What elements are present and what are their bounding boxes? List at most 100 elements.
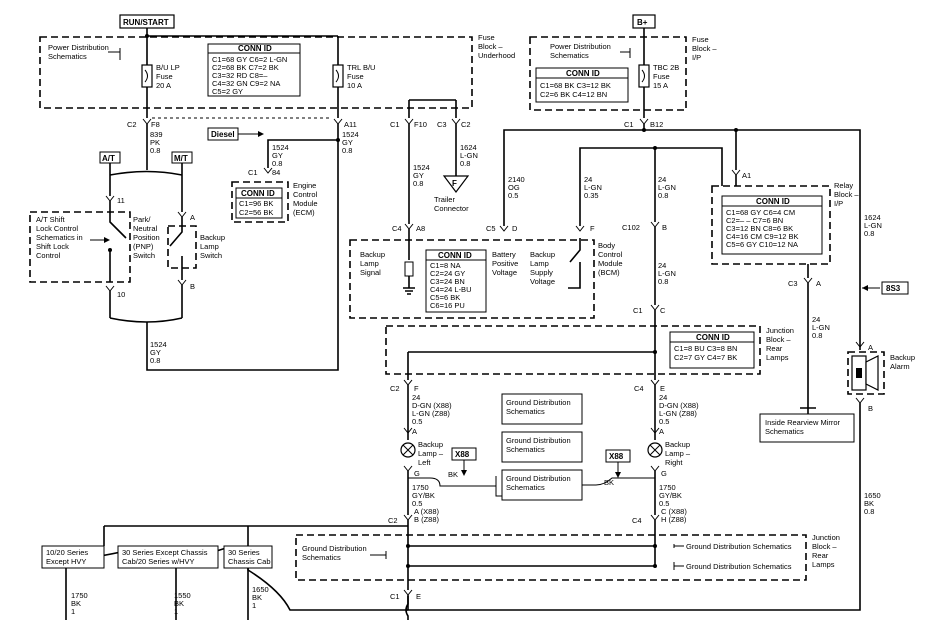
svg-text:B: B bbox=[868, 404, 873, 413]
svg-text:Shift Lock: Shift Lock bbox=[36, 242, 69, 251]
fuse-block-ip-outline bbox=[529, 36, 687, 111]
svg-text:C4=24 L-BU: C4=24 L-BU bbox=[430, 285, 471, 294]
svg-text:Control: Control bbox=[293, 190, 318, 199]
svg-text:Fuse: Fuse bbox=[478, 33, 495, 42]
svg-text:Fuse: Fuse bbox=[692, 35, 709, 44]
svg-text:BK: BK bbox=[448, 470, 458, 479]
svg-text:(BCM): (BCM) bbox=[598, 268, 620, 277]
svg-text:A: A bbox=[816, 279, 821, 288]
svg-text:Switch: Switch bbox=[200, 251, 222, 260]
connector-f: F bbox=[575, 224, 595, 233]
connector-c4-e: C4 E bbox=[634, 379, 665, 393]
wire-1550-bottom-label: 1550 BK 1 bbox=[174, 591, 191, 616]
svg-text:CONN ID: CONN ID bbox=[566, 69, 600, 78]
svg-text:84: 84 bbox=[272, 168, 280, 177]
svg-text:CONN ID: CONN ID bbox=[756, 197, 790, 206]
svg-text:G: G bbox=[414, 469, 420, 478]
tbc-fuse: TBC 2B Fuse 15 A bbox=[638, 63, 679, 90]
bu-lp-fuse: B/U LP Fuse 20 A bbox=[141, 63, 180, 90]
mt-label: M/T bbox=[171, 151, 193, 164]
connector-c102: C102 B bbox=[622, 221, 667, 232]
svg-text:BK: BK bbox=[864, 499, 874, 508]
svg-text:20 A: 20 A bbox=[156, 81, 171, 90]
svg-text:B+: B+ bbox=[637, 18, 648, 27]
svg-text:0.8: 0.8 bbox=[272, 159, 282, 168]
svg-text:Signal: Signal bbox=[360, 268, 381, 277]
svg-text:C3=32 RD C8=–: C3=32 RD C8=– bbox=[212, 71, 268, 80]
junction-bottom-label: Junction Block – Rear Lamps bbox=[812, 533, 840, 569]
psd-label-ip: Power Distribution Schematics bbox=[550, 42, 631, 60]
junction-rear-bottom-outline bbox=[295, 534, 807, 581]
svg-text:10/20 Series: 10/20 Series bbox=[46, 548, 88, 557]
ecm-outline bbox=[231, 181, 289, 223]
svg-text:Block –: Block – bbox=[692, 44, 717, 53]
svg-text:Junction: Junction bbox=[812, 533, 840, 542]
svg-text:C: C bbox=[660, 306, 666, 315]
svg-text:Inside Rearview Mirror: Inside Rearview Mirror bbox=[765, 418, 841, 427]
pnp-switch: 11 10 bbox=[105, 195, 127, 318]
bcm-conn-id: CONN ID C1=8 NA C2=24 GY C3=24 BN C4=24 … bbox=[425, 249, 487, 313]
svg-text:30 Series: 30 Series bbox=[228, 548, 260, 557]
wire-2140-label: 2140 OG 0.5 bbox=[508, 175, 525, 200]
svg-text:1750: 1750 bbox=[71, 591, 88, 600]
svg-text:GY: GY bbox=[342, 138, 353, 147]
svg-text:BK: BK bbox=[174, 599, 184, 608]
svg-text:L-GN: L-GN bbox=[460, 151, 478, 160]
svg-text:F: F bbox=[452, 179, 457, 188]
wire-24-08c-label: 24 L-GN 0.8 bbox=[812, 315, 830, 340]
svg-text:11: 11 bbox=[117, 196, 125, 205]
svg-text:C1=68 GY C6=2 L-GN: C1=68 GY C6=2 L-GN bbox=[212, 55, 287, 64]
svg-text:D: D bbox=[512, 224, 518, 233]
svg-text:2140: 2140 bbox=[508, 175, 525, 184]
bcm-supply-voltage: Backup Lamp Supply Voltage bbox=[530, 238, 581, 289]
svg-text:A1: A1 bbox=[742, 171, 751, 180]
svg-text:0.8: 0.8 bbox=[658, 277, 668, 286]
connector-c1-e: C1 E bbox=[390, 589, 421, 601]
svg-text:Schematics in: Schematics in bbox=[36, 233, 83, 242]
svg-text:0.8: 0.8 bbox=[864, 507, 874, 516]
svg-text:24: 24 bbox=[658, 261, 666, 270]
svg-text:C4: C4 bbox=[632, 516, 642, 525]
svg-text:Fuse: Fuse bbox=[653, 72, 670, 81]
fuse-block-underhood-label: Fuse Block – Underhood bbox=[478, 33, 515, 60]
svg-text:CONN ID: CONN ID bbox=[696, 333, 730, 342]
svg-text:C4: C4 bbox=[392, 224, 402, 233]
svg-text:C1=68 BK C3=12 BK: C1=68 BK C3=12 BK bbox=[540, 81, 611, 90]
svg-text:L-GN: L-GN bbox=[658, 269, 676, 278]
svg-text:L-GN: L-GN bbox=[584, 183, 602, 192]
svg-text:0.8: 0.8 bbox=[150, 146, 160, 155]
svg-text:C1: C1 bbox=[390, 120, 400, 129]
wire-1524-a-label: 1524 GY 0.8 bbox=[342, 130, 359, 155]
svg-text:L-GN: L-GN bbox=[864, 221, 882, 230]
svg-text:C (X88): C (X88) bbox=[661, 507, 687, 516]
svg-text:F10: F10 bbox=[414, 120, 427, 129]
svg-text:A: A bbox=[190, 213, 195, 222]
svg-text:Block –: Block – bbox=[812, 542, 837, 551]
wire-1524-bottom-label: 1524 GY 0.8 bbox=[150, 340, 167, 365]
backup-lamp-switch: A B Backup Lamp Switch bbox=[167, 211, 225, 318]
svg-text:Lamp –: Lamp – bbox=[418, 449, 444, 458]
svg-text:CONN ID: CONN ID bbox=[238, 44, 272, 53]
ref-8s3: 8S3 bbox=[862, 281, 909, 295]
svg-text:CONN ID: CONN ID bbox=[241, 189, 275, 198]
svg-text:10 A: 10 A bbox=[347, 81, 362, 90]
at-label: A/T bbox=[99, 151, 121, 164]
svg-text:L-GN: L-GN bbox=[812, 323, 830, 332]
run-start-label: RUN/START bbox=[119, 14, 175, 29]
svg-text:Switch: Switch bbox=[133, 251, 155, 260]
wire-24-08a-label: 24 L-GN 0.8 bbox=[658, 175, 676, 200]
svg-text:C3: C3 bbox=[437, 120, 447, 129]
svg-text:Battery: Battery bbox=[492, 250, 516, 259]
svg-text:0.8: 0.8 bbox=[864, 229, 874, 238]
svg-text:Lamp –: Lamp – bbox=[665, 449, 691, 458]
svg-text:Ground Distribution Schematics: Ground Distribution Schematics bbox=[686, 562, 792, 571]
backup-lamp-left: A Backup Lamp – Left G bbox=[400, 427, 444, 478]
svg-text:(ECM): (ECM) bbox=[293, 208, 315, 217]
series-box-3: 30 Series Chassis Cab bbox=[223, 545, 273, 569]
svg-text:A: A bbox=[868, 343, 873, 352]
underhood-conn-id-box: CONN ID C1=68 GY C6=2 L-GN C2=68 BK C7=2… bbox=[207, 43, 301, 97]
svg-text:GY: GY bbox=[272, 151, 283, 160]
svg-text:Underhood: Underhood bbox=[478, 51, 515, 60]
svg-text:Schematics: Schematics bbox=[506, 407, 545, 416]
b-plus-label: B+ bbox=[632, 14, 656, 29]
